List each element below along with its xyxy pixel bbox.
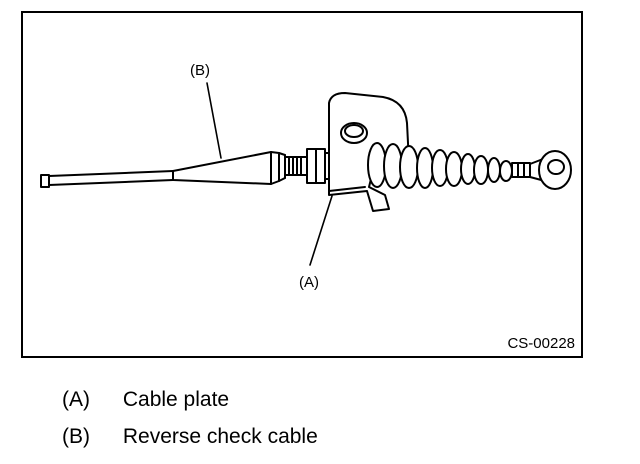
- leader-line-b: [206, 82, 222, 159]
- cable-assembly-drawing: [40, 82, 572, 266]
- figure-code: CS-00228: [507, 335, 575, 352]
- legend-label: Cable plate: [122, 388, 230, 411]
- legend-item-cable-plate: (A) Cable plate: [62, 388, 229, 412]
- rod-end-eye: [511, 150, 572, 190]
- cable-left-section: [40, 170, 174, 188]
- callout-a: (A): [299, 274, 319, 291]
- legend-key: (B): [62, 425, 90, 448]
- leader-lines: [206, 82, 333, 266]
- legend-key: (A): [62, 388, 90, 411]
- callout-b: (B): [190, 62, 210, 79]
- leader-line-a: [309, 195, 333, 266]
- diagram-figure: (B) (A) CS-00228: [21, 11, 583, 358]
- legend-item-reverse-check-cable: (B) Reverse check cable: [62, 425, 318, 449]
- reverse-check-cable-sheath: [172, 151, 286, 185]
- bellows-boot: [367, 142, 513, 189]
- legend-label: Reverse check cable: [122, 425, 318, 448]
